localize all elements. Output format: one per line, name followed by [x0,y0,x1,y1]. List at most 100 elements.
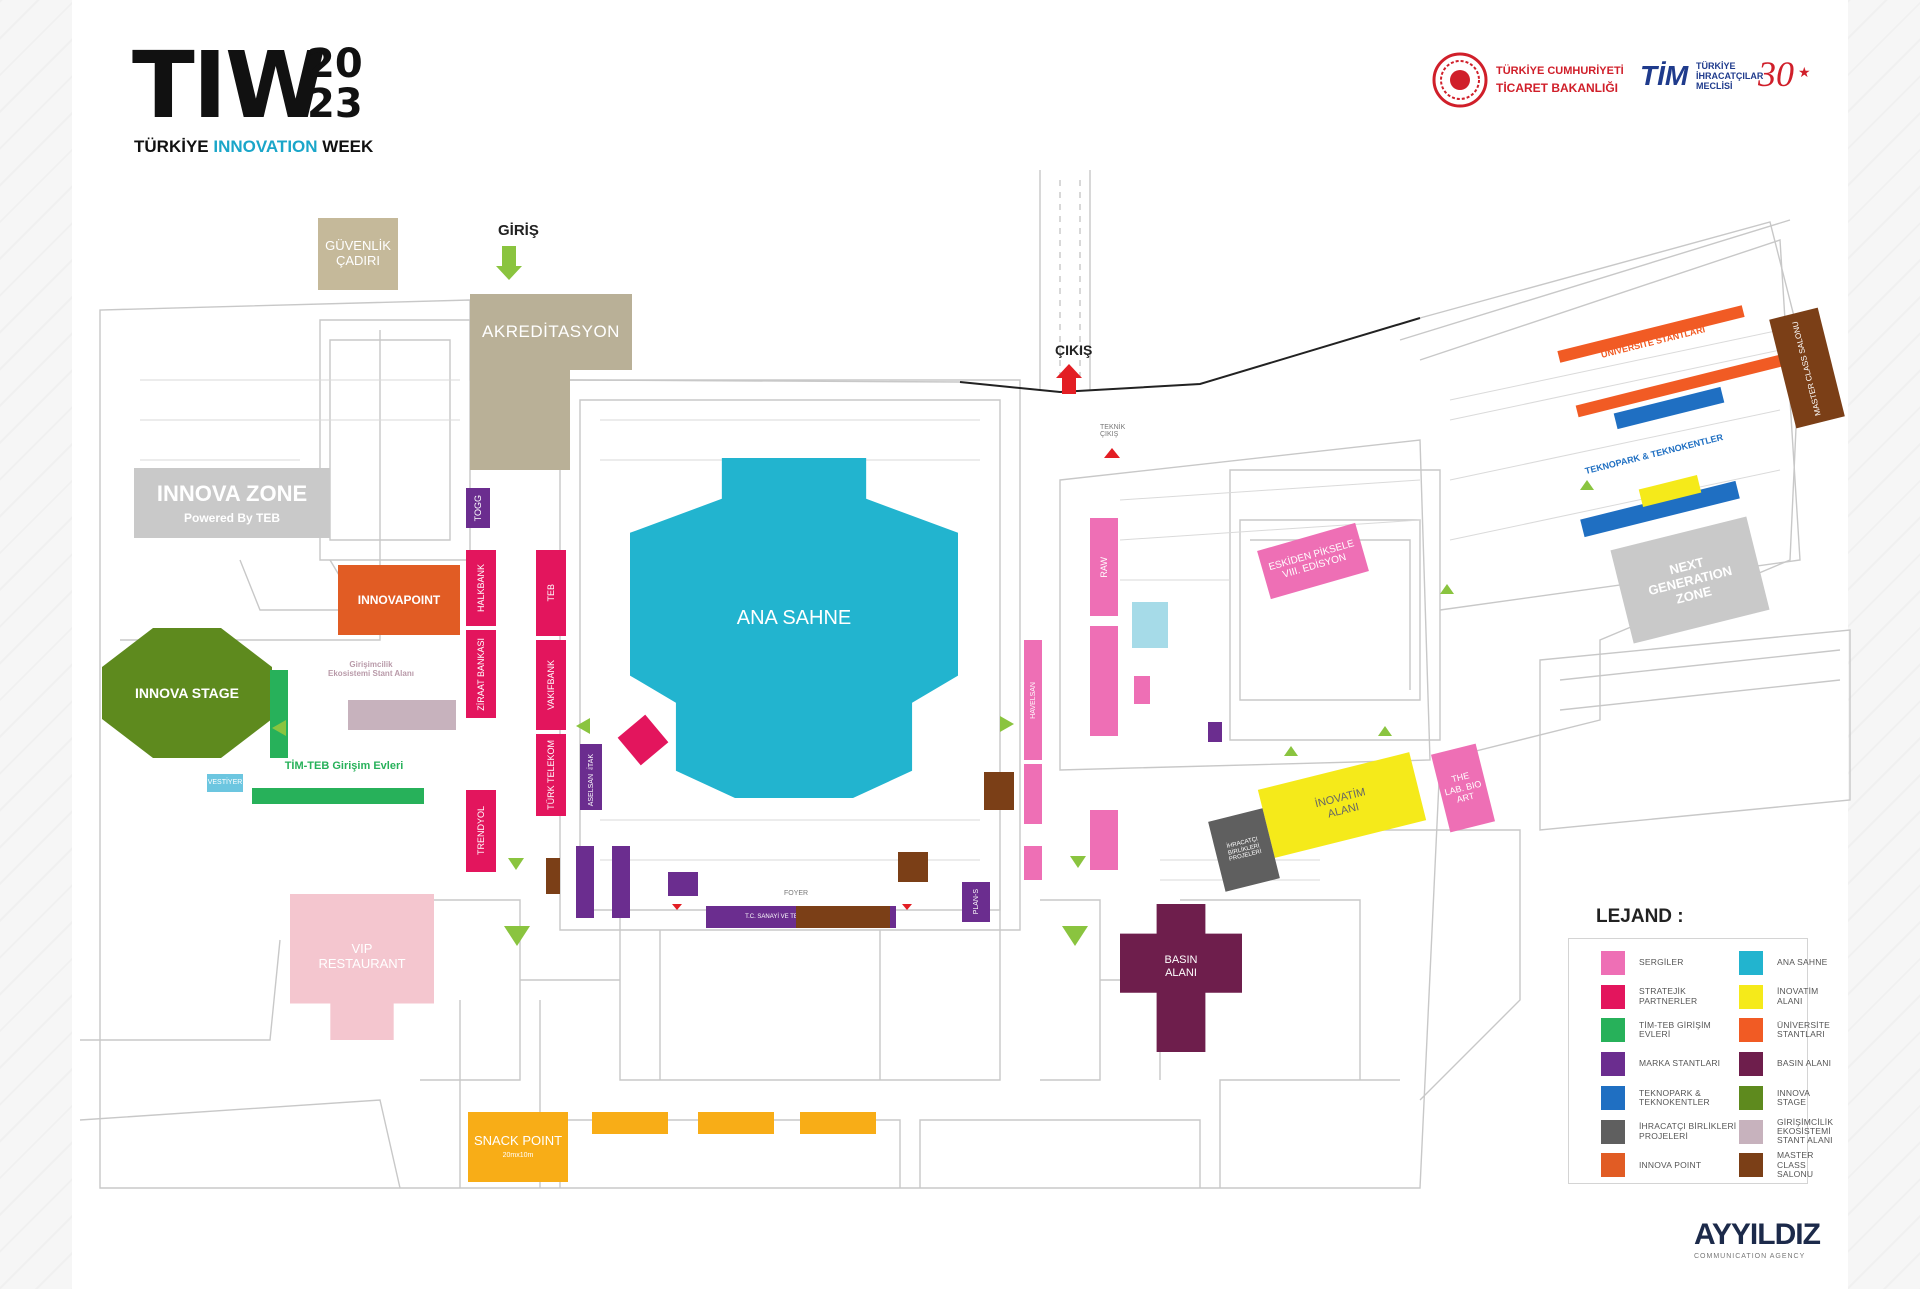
innova-stage-label: INNOVA STAGE [135,685,239,701]
legend-label: STRATEJİK PARTNERLER [1639,986,1698,1006]
legend-item: MARKA STANTLARI [1601,1048,1739,1080]
tiw-logo-year-top: 20 [307,41,363,87]
legend-label: ÜNİVERSİTE STANTLARI [1777,1020,1831,1040]
legend-swatch [1739,1018,1763,1043]
legend-swatch [1739,951,1763,975]
legend-item: İNOVATİM ALANI [1739,981,1839,1013]
tim-logo-text: TİM [1640,60,1689,91]
legend-item: INNOVA STAGE [1739,1082,1839,1114]
left-arrow-icon-2 [576,718,590,734]
stand-aselsan: ASELSAN [580,770,602,810]
vestiyer-label: VESTİYER [207,778,243,786]
legend-swatch [1739,1052,1763,1077]
ana-sahne-label: ANA SAHNE [736,606,852,629]
akreditasyon-label: AKREDİTASYON [482,322,620,342]
stand-purple-bottom-1 [668,872,698,896]
ana-sahne: ANA SAHNE [630,458,958,798]
cikis-arrow-icon [1062,378,1076,394]
teknik-cikis-arrow-icon [1104,448,1120,458]
cikis-arrow-head-icon [1056,364,1082,378]
right-arrow-icon-1 [1000,716,1014,732]
stand-halkbank: HALKBANK [466,550,496,626]
stand-vakifbank: VAKIFBANK [536,640,566,730]
legend-swatch [1601,1119,1625,1144]
legend-label: ANA SAHNE [1777,957,1828,968]
snack-stand-3 [800,1112,876,1134]
agency-name: AYYILDIZ [1694,1218,1821,1251]
innova-zone: INNOVA ZONE Powered By TEB [134,468,330,538]
star-icon: ★ [1798,64,1811,80]
legend-label: BASIN ALANI [1777,1058,1832,1069]
down-arrow-red-icon-2 [902,904,912,910]
down-arrow-icon-2 [1062,926,1088,946]
ihracatci-label: İHRACATÇI BİRLİKLERİ PROJELERİ [1226,836,1263,864]
stand-togg: TOGG [466,488,490,528]
snack-stand-1 [592,1112,668,1134]
ministry-line-2: TİCARET BAKANLIĞI [1496,81,1618,95]
innovapoint: INNOVAPOINT [338,565,460,635]
giris-arrow-icon [502,246,516,266]
stand-teb: TEB [536,550,566,636]
legend-swatch [1601,1085,1625,1110]
raw-label: RAW [1099,556,1109,578]
innova-stage: INNOVA STAGE [102,628,272,758]
turk-telekom-label: TÜRK TELEKOM [546,740,556,810]
left-pattern [0,0,72,1289]
halkbank-label: HALKBANK [476,563,486,613]
togg-label: TOGG [473,494,483,522]
subtitle-part-3: WEEK [317,137,374,156]
legend-swatch [1601,951,1625,975]
legend-item: TİM-TEB GİRİŞİM EVLERİ [1601,1014,1739,1046]
tiw-logo-year-bottom: 23 [307,81,363,127]
stand-pink-right-1 [1024,764,1042,824]
girisimcilik-label: Girişimcilik Ekosistemi Stant Alanı [328,660,414,678]
tim-sub-1: TÜRKİYE [1696,61,1736,71]
down-arrow-icon-4 [1070,856,1086,868]
the-lab-label: THE LAB. BIO ART [1443,770,1483,805]
legend-item: STRATEJİK PARTNERLER [1601,981,1739,1013]
akreditasyon-column [470,370,570,470]
legend-item: INNOVA POINT [1601,1149,1739,1181]
basin-label: BASIN ALANI [1164,954,1198,979]
stand-pink-small [1134,676,1150,704]
stand-ziraat: ZİRAAT BANKASI [466,630,496,718]
stand-plan-s: PLAN-S [962,882,990,922]
tim-logo-sub: TÜRKİYE İHRACATÇILAR MECLİSİ [1696,61,1763,92]
stand-brown-small-1 [546,858,560,894]
map-card [72,0,1848,1289]
ministry-line-1: TÜRKİYE CUMHURİYETİ [1496,65,1624,77]
tim-sub-3: MECLİSİ [1696,80,1733,91]
legend-swatch [1739,984,1763,1009]
tim-logo: TİM TÜRKİYE İHRACATÇILAR MECLİSİ 30 ★ [1640,54,1811,114]
legend-label: INNOVA STAGE [1777,1087,1810,1107]
stand-pink-col-3 [1090,810,1118,870]
teb-label: TEB [546,584,556,602]
stand-brown-right [984,772,1014,810]
legend-swatch [1739,1119,1763,1144]
legend-swatch [1601,1052,1625,1077]
legend-item: İHRACATÇI BİRLİKLERİ PROJELERİ [1601,1116,1739,1148]
master-class-label: MASTER CLASS SALONU [1790,319,1823,417]
snack-point: SNACK POINT 20mx10m [468,1112,568,1182]
legend-swatch [1739,1085,1763,1110]
girisimcilik-stands [348,700,456,730]
stand-purple-small-3 [612,846,630,918]
down-arrow-red-icon-1 [672,904,682,910]
agency-subtitle: COMMUNICATION AGENCY [1694,1253,1806,1260]
next-gen-label: NEXT GENERATION ZONE [1646,553,1734,607]
legend-label: GİRİŞİMCİLİK EKOSİSTEMİ STANT ALANI [1777,1116,1834,1146]
legend-item: ANA SAHNE [1739,947,1839,979]
stand-purple-tiny [1208,722,1222,742]
legend-label: İNOVATİM ALANI [1777,986,1819,1006]
legend-item: SERGİLER [1601,947,1739,979]
stand-turk-telekom: TÜRK TELEKOM [536,734,566,816]
tiw-logo: TIW 20 23 TÜRKİYE INNOVATION WEEK [132,38,402,168]
vip-label: VIP RESTAURANT [318,941,406,971]
legend-label: TEKNOPARK & TEKNOKENTLER [1639,1087,1710,1107]
stand-trendyol: TRENDYOL [466,790,496,872]
legend-title: LEJAND : [1596,906,1684,927]
innova-zone-sub-label: Powered By TEB [183,511,281,525]
giris-arrow-head-icon [496,266,522,280]
legend-item: BASIN ALANI [1739,1048,1839,1080]
innova-zone-label: INNOVA ZONE [156,481,308,506]
